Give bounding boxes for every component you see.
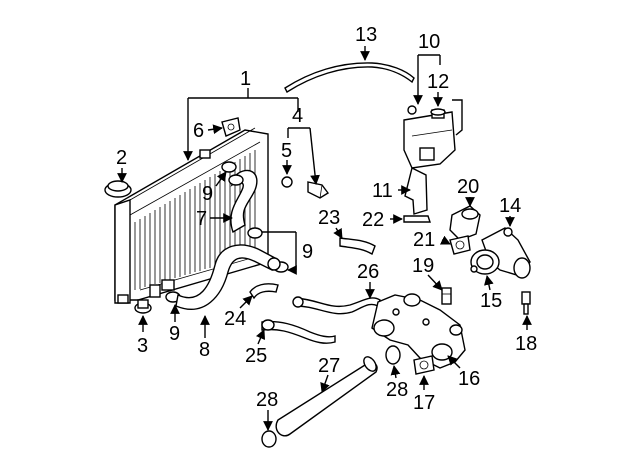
radiator-cap bbox=[104, 180, 132, 198]
bypass-pipe bbox=[403, 215, 431, 223]
coolant-reservoir bbox=[403, 99, 463, 169]
lower-radiator-hose bbox=[175, 244, 281, 310]
overflow-hose bbox=[284, 62, 415, 94]
callout-9-upper: 9 bbox=[202, 183, 213, 205]
small-grommet bbox=[281, 176, 293, 188]
leader-lines bbox=[117, 46, 532, 431]
heater-hose-25 bbox=[261, 319, 336, 344]
callout-15: 15 bbox=[480, 290, 502, 312]
hose-connector bbox=[307, 181, 330, 199]
callout-4: 4 bbox=[292, 105, 303, 127]
thermostat-housing bbox=[449, 205, 481, 241]
callout-3: 3 bbox=[137, 335, 148, 357]
callout-9-lower: 9 bbox=[169, 323, 180, 345]
radiator-bracket bbox=[221, 117, 241, 137]
callout-28-lower: 28 bbox=[256, 389, 278, 411]
callout-26: 26 bbox=[357, 261, 379, 283]
callout-18: 18 bbox=[515, 333, 537, 355]
callout-6: 6 bbox=[193, 120, 204, 142]
water-pipe bbox=[275, 356, 378, 437]
callout-11: 11 bbox=[372, 180, 393, 202]
callout-27: 27 bbox=[318, 355, 340, 377]
coolant-temp-sender bbox=[521, 291, 531, 315]
reservoir-bracket bbox=[404, 166, 428, 215]
callout-20: 20 bbox=[457, 176, 479, 198]
callout-21: 21 bbox=[413, 229, 435, 251]
callout-13: 13 bbox=[355, 24, 377, 46]
callout-17: 17 bbox=[413, 392, 435, 414]
heater-hose-23 bbox=[339, 237, 376, 256]
o-ring-lower bbox=[261, 430, 277, 448]
callout-1: 1 bbox=[240, 68, 251, 90]
callout-labels: 1 2 3 4 5 6 7 8 9 9 9 10 11 12 13 14 15 … bbox=[116, 24, 537, 414]
callout-7: 7 bbox=[196, 208, 207, 230]
callout-14: 14 bbox=[499, 195, 521, 217]
callout-19: 19 bbox=[412, 255, 434, 277]
housing-gasket bbox=[449, 235, 471, 255]
callout-28-upper: 28 bbox=[386, 379, 408, 401]
water-inlet-manifold bbox=[371, 293, 466, 369]
callout-9-right: 9 bbox=[302, 241, 313, 263]
callout-23: 23 bbox=[318, 207, 340, 229]
heater-hose-26 bbox=[292, 296, 381, 315]
callout-16: 16 bbox=[458, 368, 480, 390]
radiator bbox=[114, 127, 269, 304]
callout-24: 24 bbox=[224, 308, 246, 330]
drain-plug bbox=[134, 299, 152, 314]
inlet-gasket bbox=[413, 355, 435, 375]
callout-8: 8 bbox=[199, 339, 210, 361]
temperature-sensor bbox=[441, 287, 452, 305]
thermostat bbox=[470, 249, 500, 275]
heater-hose-24 bbox=[249, 283, 279, 300]
callout-25: 25 bbox=[245, 345, 267, 367]
callout-10: 10 bbox=[418, 31, 440, 53]
callout-2: 2 bbox=[116, 147, 127, 169]
upper-radiator-hose bbox=[228, 169, 258, 234]
callout-22: 22 bbox=[362, 209, 384, 231]
callout-5: 5 bbox=[281, 140, 292, 162]
callout-12: 12 bbox=[427, 71, 449, 93]
o-ring bbox=[385, 345, 401, 365]
